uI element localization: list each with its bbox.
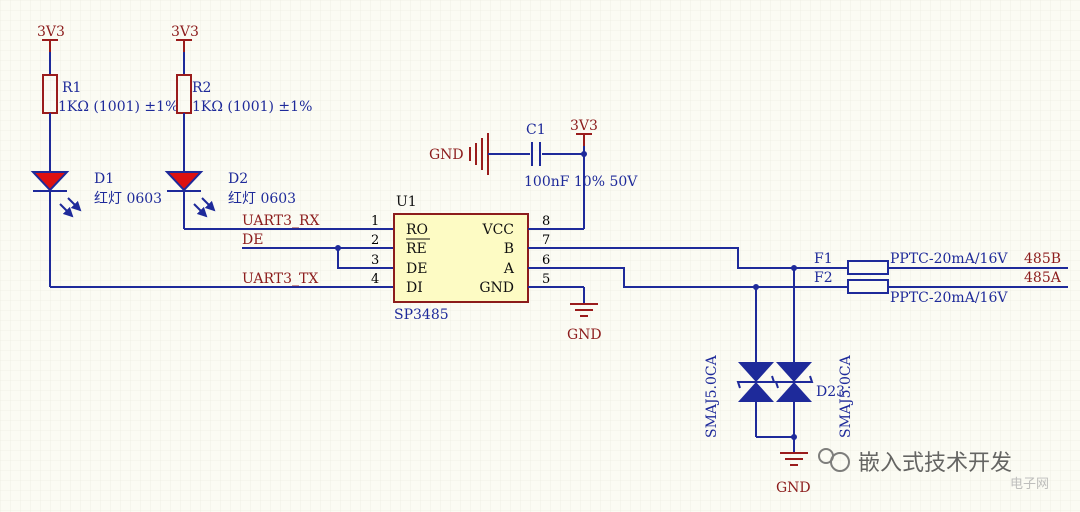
pin-name-de: DE bbox=[406, 261, 427, 277]
net-485a-label: 485A bbox=[1024, 270, 1062, 286]
fuse-f1-value: PPTC-20mA/16V bbox=[890, 251, 1008, 267]
resistor-r1-ref: R1 bbox=[62, 80, 81, 96]
net-485b-label: 485B bbox=[1024, 251, 1061, 267]
junction-de bbox=[335, 245, 341, 251]
pin-number-3: 3 bbox=[371, 253, 379, 268]
pin-number-8: 8 bbox=[542, 214, 550, 229]
resistor-r2-ref: R2 bbox=[192, 80, 211, 96]
fuse-f1-body bbox=[847, 260, 889, 275]
net-de-label: DE bbox=[242, 232, 263, 248]
gnd-symbol-chip: GND bbox=[567, 303, 602, 343]
tvs-left-value: SMAJ5.0CA bbox=[704, 354, 720, 438]
led-d1-value: 红灯 0603 bbox=[94, 191, 162, 207]
junction-tvs-gnd bbox=[791, 434, 797, 440]
pin-name-b: B bbox=[504, 241, 514, 257]
tvs-ref: D23 bbox=[816, 384, 845, 400]
pin-name-a: A bbox=[503, 261, 515, 277]
pin-name-ro: RO bbox=[406, 222, 428, 238]
net-uart-rx-label: UART3_RX bbox=[242, 213, 320, 229]
watermark: 嵌入式技术开发 电子网 bbox=[818, 448, 1049, 492]
gnd-label-c1: GND bbox=[429, 147, 464, 163]
vcc-label-chip: 3V3 bbox=[570, 118, 598, 134]
fuse-f2-value: PPTC-20mA/16V bbox=[890, 290, 1008, 306]
vcc-label-r1: 3V3 bbox=[37, 24, 65, 40]
pin-number-1: 1 bbox=[371, 214, 379, 229]
tvs-diode-left bbox=[736, 362, 776, 402]
capacitor-value: 100nF 10% 50V bbox=[524, 174, 638, 190]
tvs-diode-right bbox=[774, 362, 814, 402]
pin-name-re: RE bbox=[406, 241, 427, 257]
resistor-r2-value: 1KΩ (1001) ±1% bbox=[192, 99, 312, 115]
pin-number-7: 7 bbox=[542, 233, 550, 248]
pin-number-4: 4 bbox=[371, 272, 379, 287]
pin-number-6: 6 bbox=[542, 253, 550, 268]
net-uart-tx-label: UART3_TX bbox=[242, 271, 318, 287]
capacitor-ref: C1 bbox=[526, 122, 546, 138]
led-d2-ref: D2 bbox=[228, 171, 248, 187]
fuse-f1-ref: F1 bbox=[814, 251, 833, 267]
gnd-label-chip: GND bbox=[567, 327, 602, 343]
vcc-symbol-r2: 3V3 bbox=[171, 24, 199, 52]
gnd-symbol-tvs: GND bbox=[776, 452, 811, 496]
pin-name-vcc: VCC bbox=[481, 222, 514, 238]
fuse-f2-ref: F2 bbox=[814, 270, 833, 286]
pin-name-gnd: GND bbox=[479, 280, 514, 296]
resistor-r1-value: 1KΩ (1001) ±1% bbox=[58, 99, 178, 115]
pin-number-2: 2 bbox=[371, 233, 379, 248]
chip-body bbox=[393, 213, 529, 303]
led-d1-ref: D1 bbox=[94, 171, 114, 187]
junction-vcc bbox=[581, 151, 587, 157]
watermark-channel: 嵌入式技术开发 bbox=[858, 451, 1012, 476]
vcc-symbol-chip: 3V3 bbox=[570, 118, 598, 146]
vcc-label-r2: 3V3 bbox=[171, 24, 199, 40]
watermark-site: 电子网 bbox=[1010, 477, 1049, 492]
vcc-symbol-r1: 3V3 bbox=[37, 24, 65, 52]
pin-number-5: 5 bbox=[542, 272, 550, 287]
chip-ref: U1 bbox=[396, 194, 417, 210]
chip-part: SP3485 bbox=[394, 307, 449, 323]
tvs-right-value: SMAJ5.0CA bbox=[838, 354, 854, 438]
gnd-label-tvs: GND bbox=[776, 480, 811, 496]
led-d2-symbol bbox=[164, 171, 216, 218]
net-a-wire bbox=[556, 267, 848, 288]
pin-name-di: DI bbox=[406, 280, 423, 296]
fuse-f2-body bbox=[847, 279, 889, 294]
led-d2-value: 红灯 0603 bbox=[228, 191, 296, 207]
